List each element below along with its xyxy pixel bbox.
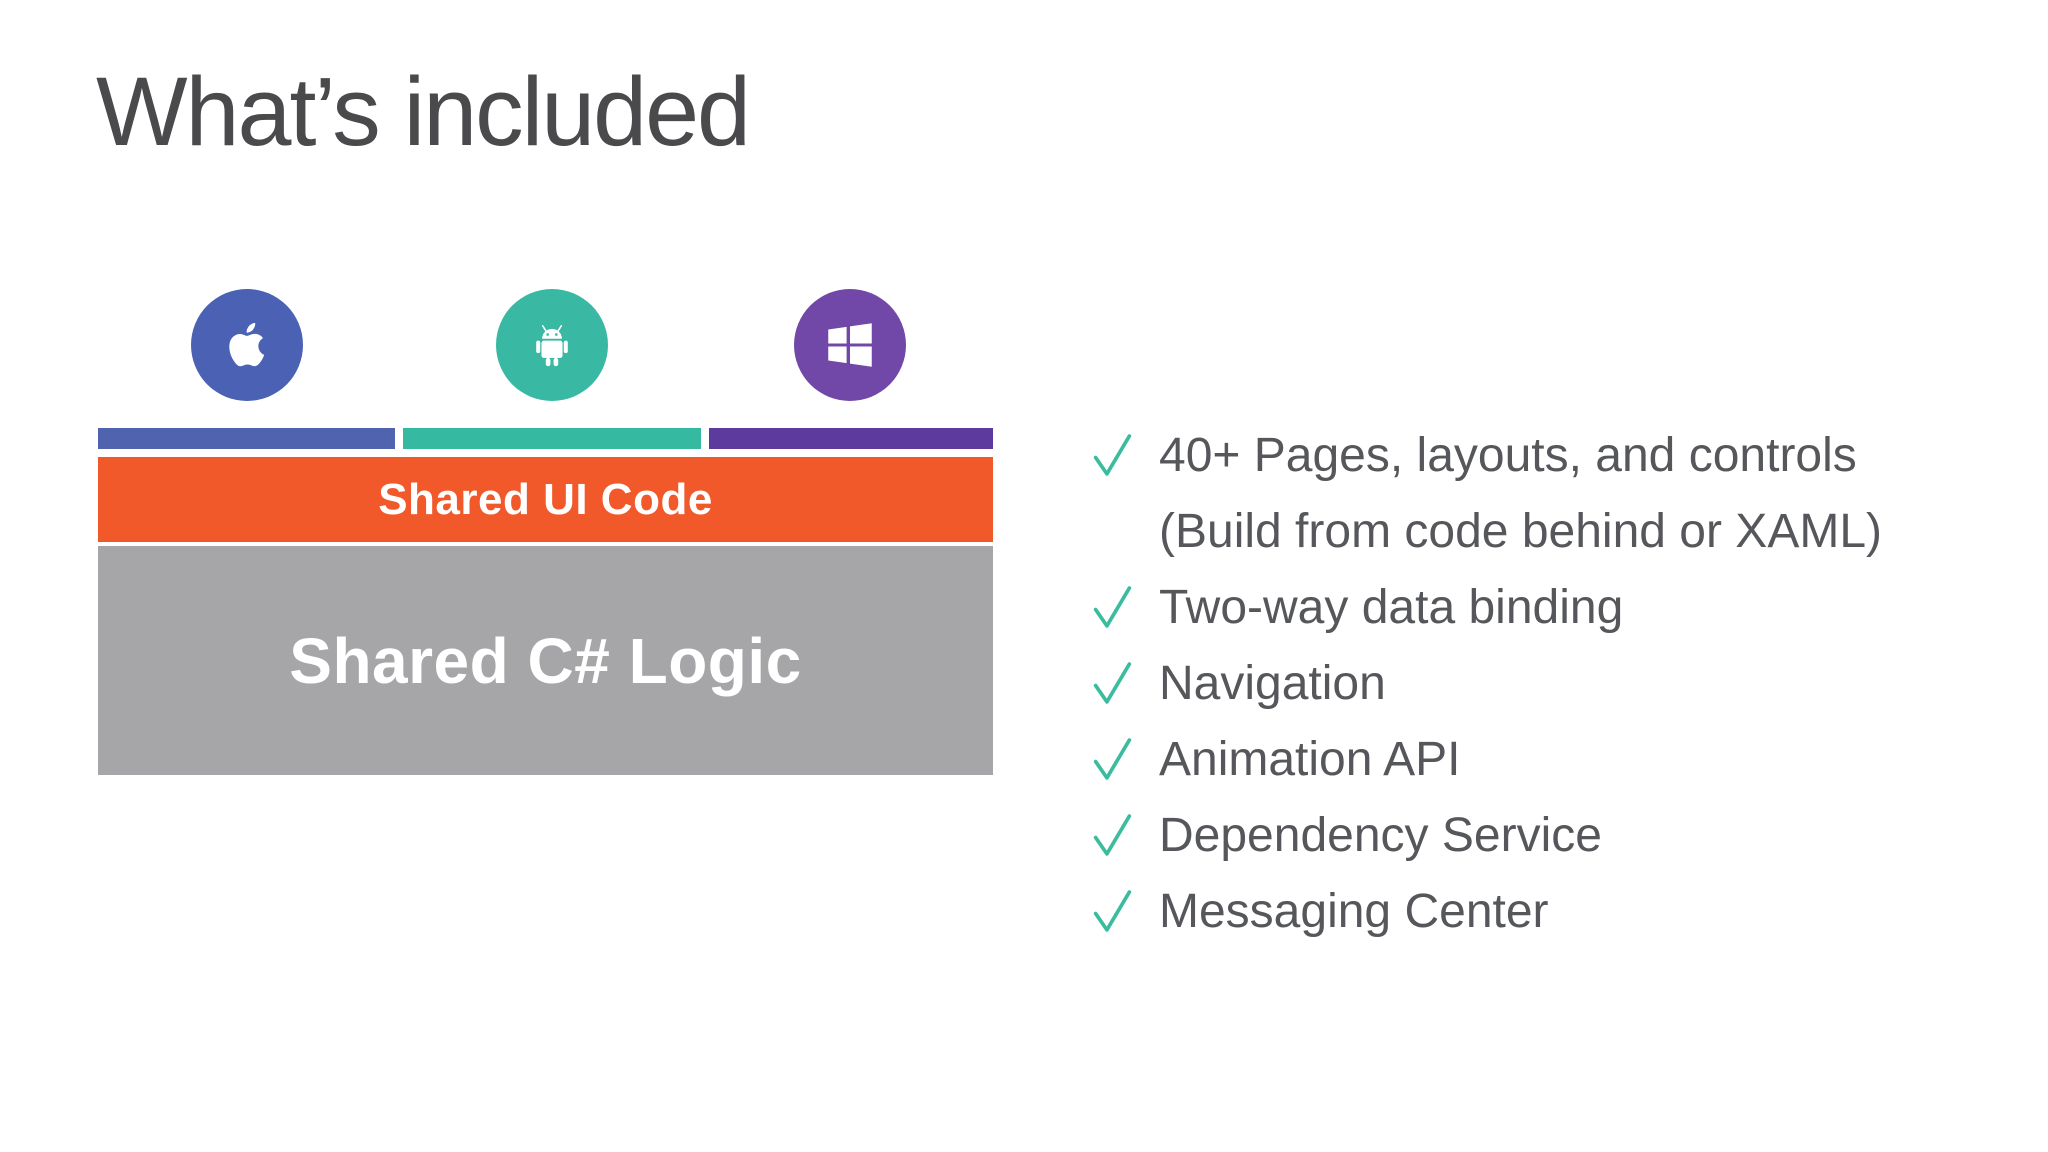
check-icon <box>1093 661 1132 704</box>
shared-logic-box: Shared C# Logic <box>98 546 993 775</box>
platform-bar-android <box>403 428 701 449</box>
platform-bar-windows <box>709 428 993 449</box>
windows-icon <box>828 323 872 367</box>
platform-circle-apple <box>191 289 303 401</box>
checklist-item: Messaging Center <box>1091 873 1882 949</box>
checklist-item: 40+ Pages, layouts, and controls <box>1091 417 1882 493</box>
check-icon <box>1093 585 1132 628</box>
feature-checklist: 40+ Pages, layouts, and controls (Build … <box>1091 417 1882 949</box>
checklist-item-label: Messaging Center <box>1159 884 1549 938</box>
platform-circle-android <box>496 289 608 401</box>
checklist-item-continuation: (Build from code behind or XAML) <box>1091 493 1882 569</box>
shared-ui-label: Shared UI Code <box>378 474 713 524</box>
platform-circle-windows <box>794 289 906 401</box>
check-icon <box>1093 889 1132 932</box>
checklist-item-label: Two-way data binding <box>1159 580 1624 634</box>
page-title: What’s included <box>96 57 751 166</box>
checklist-item: Dependency Service <box>1091 797 1882 873</box>
checklist-item: Two-way data binding <box>1091 569 1882 645</box>
checklist-item: Animation API <box>1091 721 1882 797</box>
platform-bar-apple <box>98 428 395 449</box>
checklist-item-label: (Build from code behind or XAML) <box>1159 504 1882 558</box>
checklist-item-label: Navigation <box>1159 656 1386 710</box>
apple-icon <box>229 322 265 367</box>
checklist-item-label: Dependency Service <box>1159 808 1602 862</box>
checklist-item-label: Animation API <box>1159 732 1461 786</box>
shared-ui-bar: Shared UI Code <box>98 457 993 542</box>
checklist-item-label: 40+ Pages, layouts, and controls <box>1159 428 1857 482</box>
android-icon <box>536 324 568 367</box>
shared-logic-label: Shared C# Logic <box>289 624 802 697</box>
checklist-item: Navigation <box>1091 645 1882 721</box>
check-icon <box>1093 813 1132 856</box>
check-icon <box>1093 433 1132 476</box>
check-icon <box>1093 737 1132 780</box>
